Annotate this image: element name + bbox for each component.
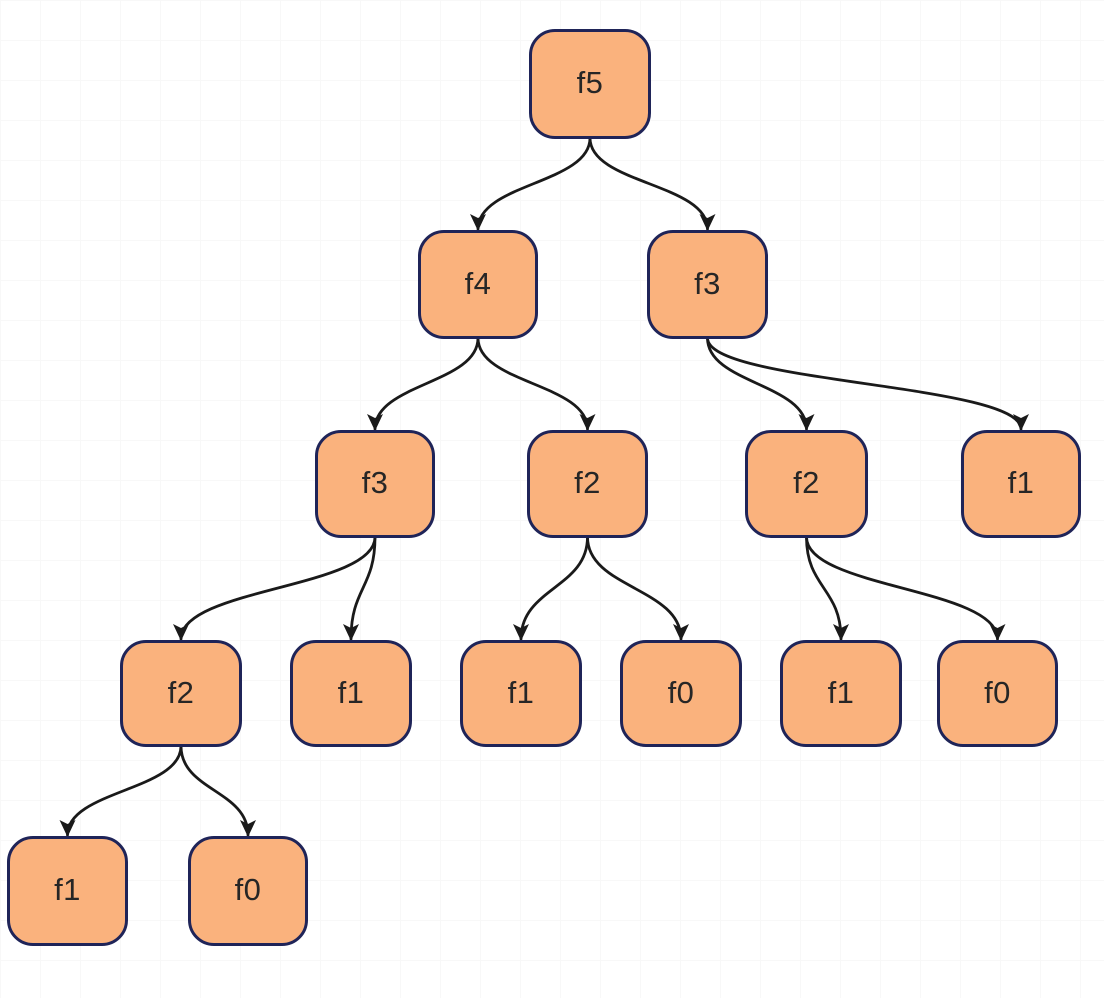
- node-label: f4: [464, 265, 492, 301]
- tree-node-f5-n0[interactable]: f5: [529, 29, 651, 139]
- node-label: f1: [337, 674, 365, 710]
- node-label: f0: [667, 674, 695, 710]
- tree-edge-n5-n11: [805, 535, 849, 641]
- tree-node-f1-n6[interactable]: f1: [961, 430, 1081, 538]
- tree-edge-n2-n6: [706, 336, 1029, 431]
- node-label: f0: [984, 674, 1011, 710]
- tree-node-f3-n3[interactable]: f3: [315, 430, 435, 538]
- tree-edge-n0-n1: [470, 136, 592, 231]
- tree-edge-n1-n4: [476, 336, 596, 431]
- tree-edge-n7-n13: [59, 744, 183, 837]
- node-label: f0: [234, 872, 262, 907]
- node-label: f5: [576, 65, 604, 100]
- node-label: f2: [167, 674, 195, 710]
- tree-node-f2-n5[interactable]: f2: [745, 430, 868, 538]
- tree-edge-n4-n9: [513, 535, 589, 641]
- tree-edge-n3-n8: [343, 535, 377, 641]
- tree-edge-n0-n2: [588, 136, 716, 231]
- tree-node-f2-n7[interactable]: f2: [120, 640, 242, 747]
- tree-node-f1-n11[interactable]: f1: [780, 640, 902, 747]
- tree-edge-n7-n14: [179, 744, 256, 837]
- tree-node-f0-n10[interactable]: f0: [620, 640, 742, 747]
- node-label: f3: [361, 465, 389, 500]
- node-label: f2: [574, 465, 601, 500]
- node-label: f1: [54, 872, 81, 907]
- tree-node-f0-n14[interactable]: f0: [188, 836, 308, 946]
- tree-node-f3-n2[interactable]: f3: [647, 230, 768, 339]
- tree-node-f4-n1[interactable]: f4: [418, 230, 538, 339]
- node-label: f1: [507, 674, 535, 710]
- node-label: f2: [793, 465, 820, 500]
- node-label: f1: [827, 674, 855, 710]
- tree-edge-n4-n10: [586, 535, 689, 641]
- node-label: f1: [1007, 465, 1035, 500]
- tree-edge-n3-n7: [173, 535, 377, 641]
- tree-node-f1-n9[interactable]: f1: [460, 640, 582, 747]
- tree-edge-n5-n12: [805, 535, 1006, 641]
- tree-node-f1-n13[interactable]: f1: [7, 836, 128, 946]
- tree-node-f1-n8[interactable]: f1: [290, 640, 412, 747]
- node-label: f3: [694, 265, 721, 301]
- tree-edge-n2-n5: [706, 336, 815, 431]
- tree-node-f0-n12[interactable]: f0: [937, 640, 1058, 747]
- tree-node-f2-n4[interactable]: f2: [527, 430, 648, 538]
- tree-edge-n1-n3: [367, 336, 480, 431]
